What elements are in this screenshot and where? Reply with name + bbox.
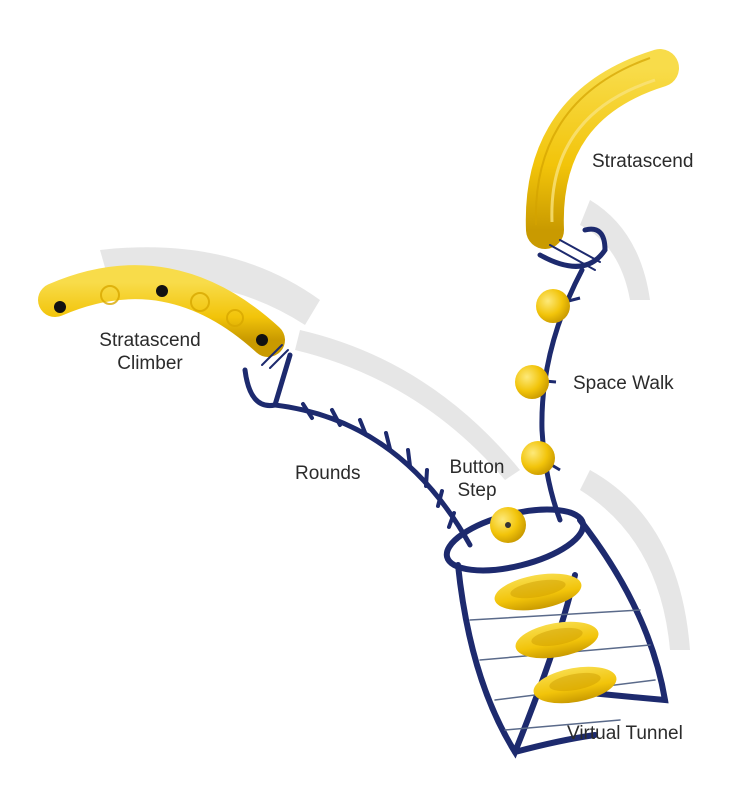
round-rung xyxy=(436,489,444,508)
tunnel-step xyxy=(533,666,617,704)
stratascend-top xyxy=(525,49,679,249)
label-stratascend-climber-line2: Climber xyxy=(117,353,183,374)
label-space-walk: Space Walk xyxy=(573,373,674,394)
label-button-step: Button Step xyxy=(440,456,514,502)
round-rung xyxy=(424,468,429,488)
climber-hold xyxy=(100,285,120,305)
stratascend-climber xyxy=(38,265,285,357)
space-walk-ball xyxy=(536,289,570,323)
button-step-dot xyxy=(505,522,511,528)
climber-hold xyxy=(190,292,210,312)
round-rung xyxy=(301,402,314,420)
label-rounds: Rounds xyxy=(295,463,361,484)
round-rung xyxy=(406,448,412,468)
shadows xyxy=(100,200,690,650)
rounds-bar xyxy=(272,402,473,548)
space-walk-ball xyxy=(521,441,555,475)
tunnel-step xyxy=(515,621,599,659)
label-stratascend: Stratascend xyxy=(592,151,694,172)
climber-bolt xyxy=(54,301,66,313)
stratascend-shadow xyxy=(580,200,650,300)
virtual-tunnel-steps xyxy=(494,573,617,704)
climber-bolt xyxy=(156,285,168,297)
label-virtual-tunnel: Virtual Tunnel xyxy=(567,723,683,744)
label-button-step-line2: Step xyxy=(457,480,497,501)
climber-hold xyxy=(226,309,244,327)
label-stratascend-climber: Stratascend Climber xyxy=(95,329,205,375)
label-button-step-line1: Button xyxy=(449,457,505,478)
tunnel-step xyxy=(494,573,582,611)
label-stratascend-climber-line1: Stratascend xyxy=(99,330,201,351)
round-rung xyxy=(384,431,392,451)
rounds-shadow xyxy=(295,330,520,480)
round-rung xyxy=(358,418,368,437)
button-step xyxy=(490,507,526,543)
tunnel-shadow xyxy=(580,470,690,650)
climber-bolt xyxy=(256,334,268,346)
space-walk-balls xyxy=(515,289,581,475)
space-walk-ball xyxy=(515,365,549,399)
round-rung xyxy=(330,408,342,427)
round-rung xyxy=(447,511,456,529)
